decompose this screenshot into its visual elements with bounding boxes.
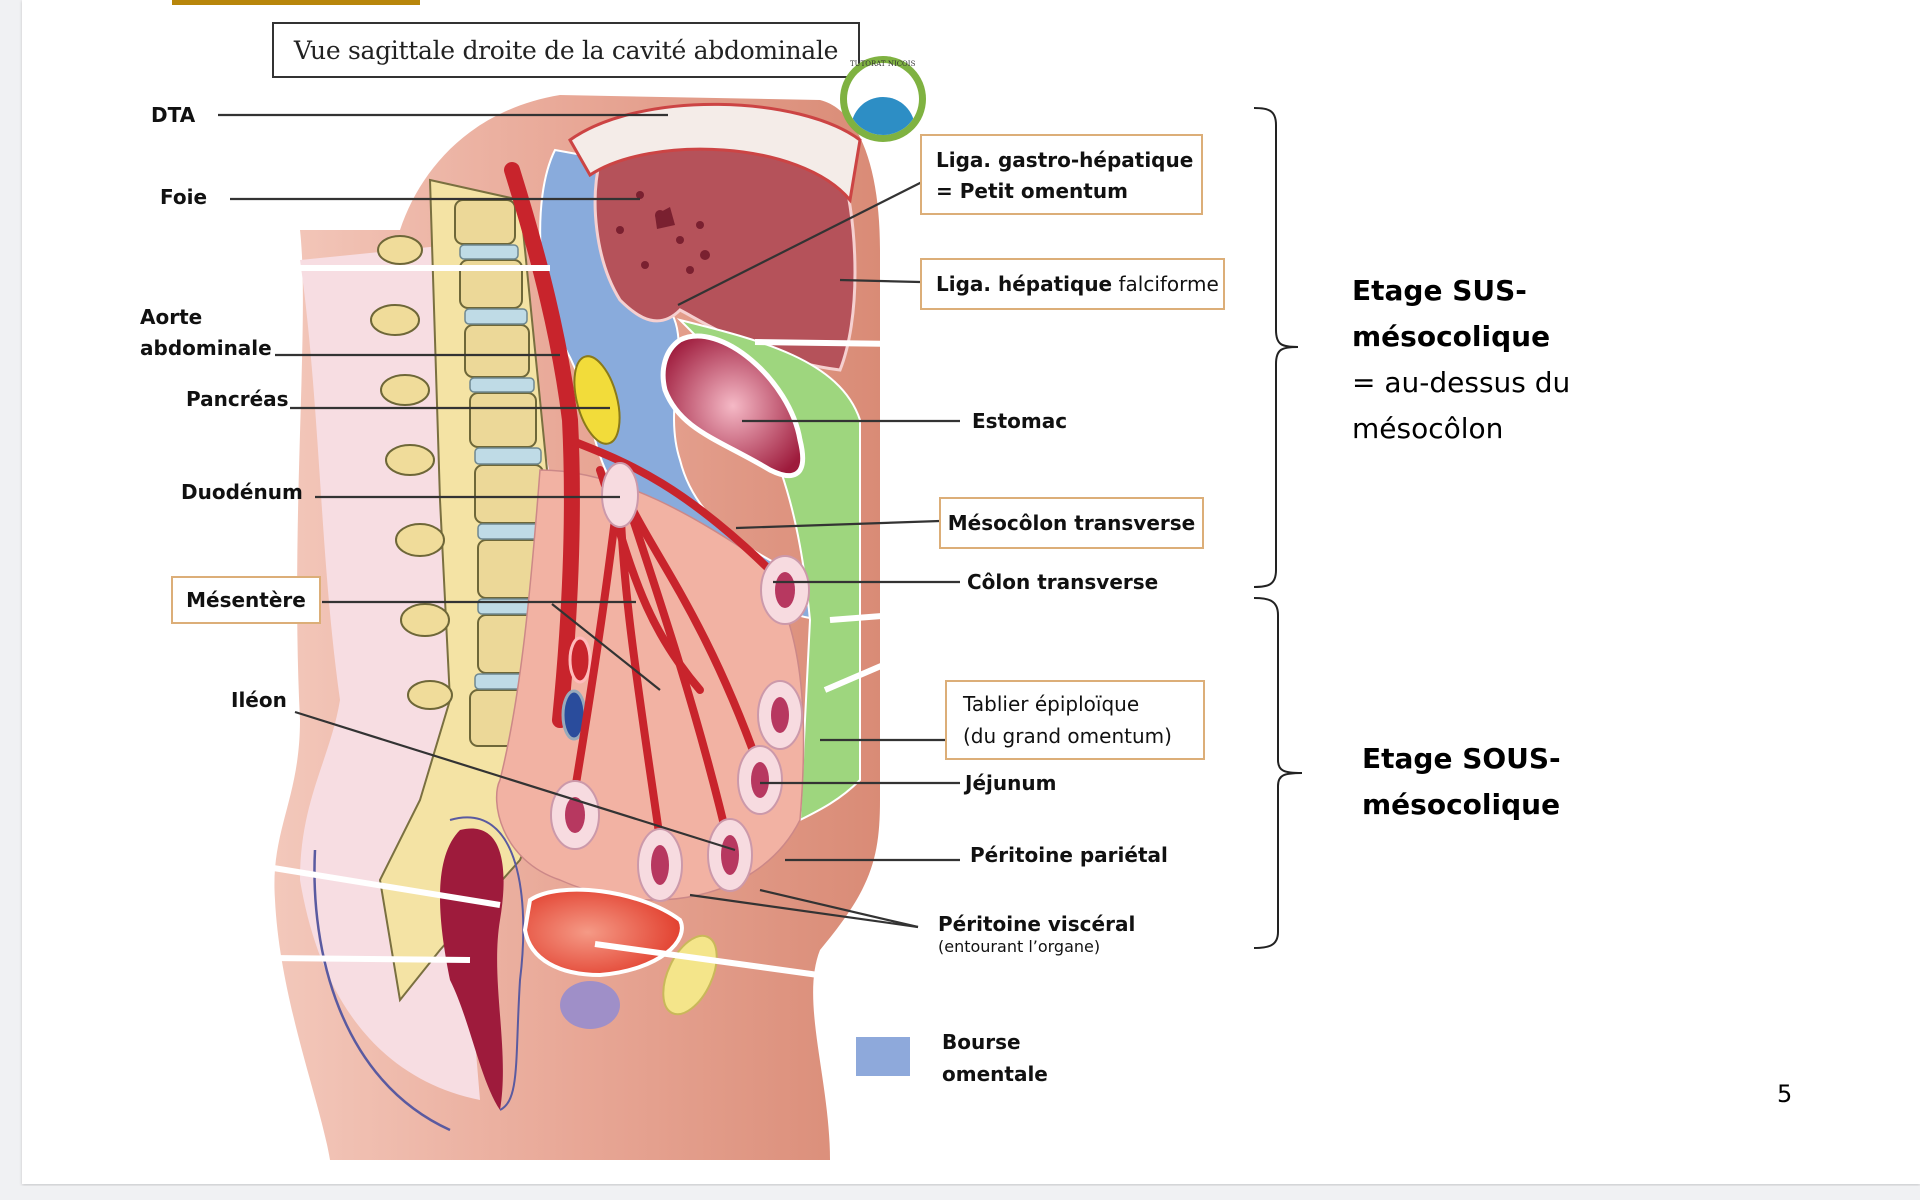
- brace-sus-mesocolique: [1253, 107, 1299, 588]
- logo-text: TUTORAT NICOIS: [850, 60, 916, 68]
- bladder: [522, 887, 684, 978]
- label-colon-transverse: Côlon transverse: [967, 570, 1159, 594]
- rectum-outline: [449, 816, 525, 1111]
- label-pancreas: Pancréas: [186, 387, 289, 411]
- etage-sus-line3: = au-dessus du: [1352, 366, 1571, 399]
- etage-sous-line2: mésocolique: [1362, 788, 1561, 821]
- label-falciforme-bold: Liga. hépatique: [936, 272, 1113, 296]
- pelvic-outline: [313, 849, 451, 1132]
- label-peritoine-visceral-line1: Péritoine viscéral: [938, 912, 1136, 936]
- label-falciforme-normal: falciforme: [1112, 272, 1219, 296]
- label-tablier-epiploique: Tablier épiploïque (du grand omentum): [945, 680, 1205, 760]
- label-estomac: Estomac: [972, 409, 1068, 433]
- label-foie: Foie: [160, 185, 208, 209]
- tutorat-logo-icon: [840, 56, 926, 142]
- label-peritoine-visceral-line2: (entourant l’organe): [938, 937, 1101, 956]
- figure-title: Vue sagittale droite de la cavité abdomi…: [272, 22, 860, 78]
- page-number: 5: [1777, 1080, 1793, 1108]
- highlight-bar: [172, 0, 420, 5]
- etage-sus-line1: Etage SUS-: [1352, 274, 1527, 307]
- prostate: [560, 981, 620, 1029]
- liver-spots: [616, 191, 710, 274]
- aorta: [504, 162, 580, 728]
- label-mesocolon-transverse: Mésocôlon transverse: [939, 497, 1204, 549]
- label-aorte-line1: Aorte: [140, 305, 203, 329]
- label-falciforme: Liga. hépatique falciforme: [920, 258, 1225, 310]
- label-mesentere: Mésentère: [171, 576, 321, 624]
- etage-sous-line1: Etage SOUS-: [1362, 742, 1561, 775]
- label-tablier-line2: (du grand omentum): [963, 724, 1172, 748]
- label-duodenum: Duodénum: [181, 480, 303, 504]
- etage-sus-mesocolique: Etage SUS- mésocolique = au-dessus du mé…: [1352, 268, 1570, 452]
- legend-swatch-bourse-omentale: [856, 1037, 910, 1076]
- label-ileon: Iléon: [231, 688, 287, 712]
- viewer-bottom-bar: [0, 1186, 1920, 1200]
- label-gastro-hepatique: Liga. gastro-hépatique = Petit omentum: [920, 134, 1203, 215]
- label-aorte-abdominale: Aorte abdominale: [140, 306, 272, 360]
- label-peritoine-visceral: Péritoine viscéral (entourant l’organe): [938, 911, 1135, 958]
- legend-label-line2: omentale: [942, 1062, 1048, 1086]
- label-mesentere-text: Mésentère: [186, 588, 306, 612]
- legend-label-bourse-omentale: Bourse omentale: [942, 1026, 1048, 1090]
- etage-sus-line4: mésocôlon: [1352, 412, 1504, 445]
- stomach: [660, 333, 806, 478]
- brace-sous-mesocolique: [1253, 597, 1303, 949]
- diaphragm: [568, 102, 862, 204]
- label-peritoine-parietal: Péritoine pariétal: [970, 843, 1168, 867]
- pancreas: [573, 355, 621, 445]
- label-jejunum: Jéjunum: [965, 771, 1057, 795]
- label-tablier-line1: Tablier épiploïque: [963, 692, 1140, 716]
- etage-sus-line2: mésocolique: [1352, 320, 1551, 353]
- label-dta: DTA: [151, 103, 196, 127]
- leader-lines: [218, 113, 960, 929]
- masked-leader-lines: [254, 265, 899, 981]
- label-mesocolon-text: Mésocôlon transverse: [947, 511, 1196, 535]
- iliac-artery: [568, 636, 592, 684]
- label-gastro-hepatique-line2: = Petit omentum: [936, 179, 1128, 203]
- legend-label-line1: Bourse: [942, 1030, 1021, 1054]
- etage-sous-mesocolique: Etage SOUS- mésocolique: [1362, 736, 1561, 828]
- label-gastro-hepatique-line1: Liga. gastro-hépatique: [936, 148, 1194, 172]
- label-aorte-line2: abdominale: [140, 336, 272, 360]
